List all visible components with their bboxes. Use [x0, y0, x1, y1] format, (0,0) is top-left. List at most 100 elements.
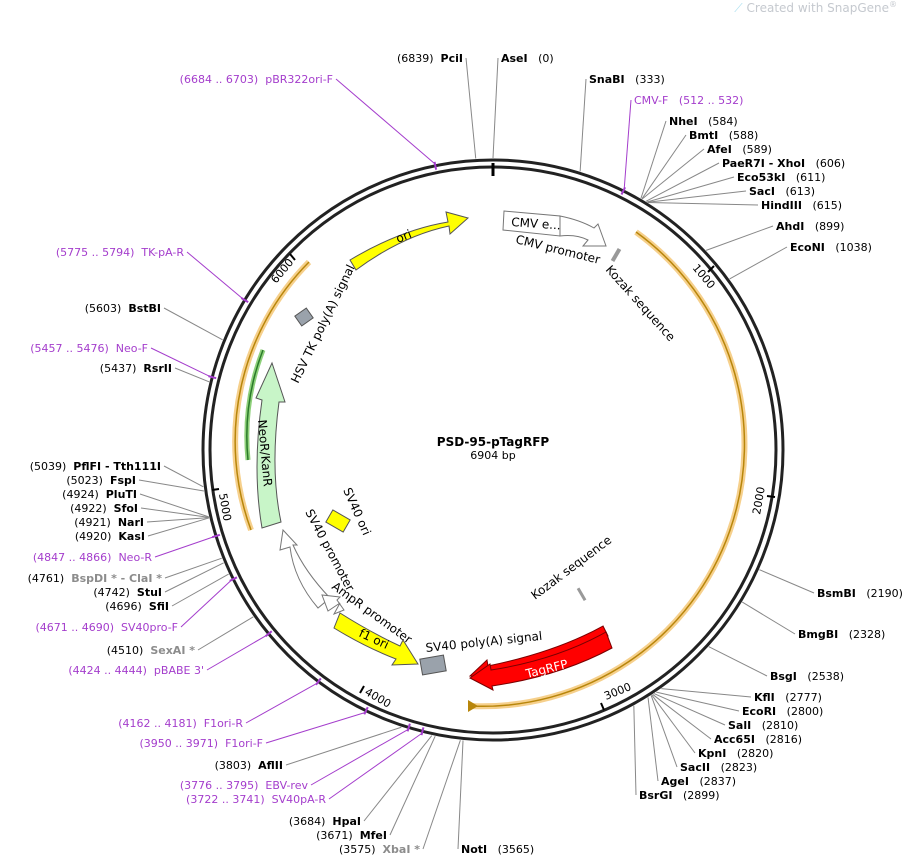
- site-position-kpni: (2820): [737, 747, 774, 760]
- site-name-bmti: BmtI: [689, 129, 718, 142]
- site-label-noti: NotI (3565): [461, 843, 534, 856]
- site-position-aflii: (3803): [215, 759, 252, 772]
- site-label-sv40pa-r: (3722 .. 3741) SV40pA-R: [186, 793, 326, 806]
- site-label-paer7i-xhoi: PaeR7I - XhoI (606): [722, 157, 845, 170]
- site-label-sacii: SacII (2823): [680, 761, 757, 774]
- kozak1-label: Kozak sequence: [603, 263, 678, 344]
- site-position-sfoi: (4922): [70, 502, 107, 515]
- neor-kanr-arrow: [255, 361, 286, 529]
- site-leader-sacii: [650, 695, 678, 768]
- site-label-f1ori-r: (4162 .. 4181) F1ori-R: [118, 717, 243, 730]
- site-position-sali: (2810): [762, 719, 799, 732]
- site-position-eco53ki: (611): [796, 171, 826, 184]
- site-label-ahdi: AhdI (899): [776, 220, 844, 233]
- site-name-cmv-f: CMV-F: [634, 94, 668, 107]
- primer-mark-neo-r: [211, 533, 221, 539]
- site-leader-afei: [641, 148, 705, 200]
- site-position-pbr322ori-f: (6684 .. 6703): [180, 73, 259, 86]
- primer-mark-f1ori-f: [363, 706, 369, 715]
- site-leader-f1ori-r: [245, 682, 318, 724]
- site-position-bmgbi: (2328): [849, 628, 886, 641]
- site-label-sv40pro-f: (4671 .. 4690) SV40pro-F: [35, 621, 178, 634]
- f1-ori-arrow: [333, 612, 419, 666]
- site-name-neo-f: Neo-F: [116, 342, 148, 355]
- site-name-xbai: XbaI *: [383, 843, 421, 856]
- site-leader-pluti: [139, 493, 209, 518]
- site-leader-hpai: [363, 735, 433, 822]
- site-leader-sfoi: [140, 507, 209, 518]
- site-leader-fspi: [138, 479, 204, 492]
- site-name-kpni: KpnI: [698, 747, 726, 760]
- site-name-sacii: SacII: [680, 761, 710, 774]
- site-label-pbr322ori-f: (6684 .. 6703) pBR322ori-F: [180, 73, 333, 86]
- sv40-polya-box: [419, 654, 447, 676]
- site-position-tk-pa-r: (5775 .. 5794): [56, 246, 135, 259]
- site-position-snabi: (333): [635, 73, 665, 86]
- site-position-kasi: (4920): [75, 530, 112, 543]
- neor-kanr-label: NeoR/KanR: [255, 419, 275, 487]
- site-name-neo-r: Neo-R: [118, 551, 152, 564]
- site-name-sfii: SfiI: [149, 600, 169, 613]
- site-name-fspi: FspI: [110, 474, 136, 487]
- site-position-econi: (1038): [835, 241, 872, 254]
- site-leader-noti: [457, 740, 464, 850]
- site-leader-acc65i: [652, 694, 712, 740]
- site-name-econi: EcoNI: [790, 241, 825, 254]
- site-position-pbabe-3: (4424 .. 4444): [68, 664, 147, 677]
- site-name-nhei: NheI: [669, 115, 698, 128]
- site-label-neo-r: (4847 .. 4866) Neo-R: [33, 551, 152, 564]
- site-name-pcii: PciI: [441, 52, 463, 65]
- site-name-saci: SacI: [749, 185, 775, 198]
- site-leader-f1ori-f: [265, 712, 366, 744]
- site-leader-eco53ki: [646, 176, 735, 203]
- tick-group: 1000 2000 3000 4000 5000 6000: [211, 253, 776, 711]
- site-label-mfei: (3671) MfeI: [316, 829, 387, 842]
- site-position-neo-f: (5457 .. 5476): [30, 342, 109, 355]
- site-leader-agei: [647, 697, 659, 782]
- site-name-sv40pa-r: SV40pA-R: [272, 793, 327, 806]
- site-position-nhei: (584): [708, 115, 738, 128]
- site-name-nari: NarI: [118, 516, 144, 529]
- site-name-hindiii: HindIII: [761, 199, 802, 212]
- site-leader-nari: [146, 517, 209, 523]
- site-position-f1ori-r: (4162 .. 4181): [118, 717, 197, 730]
- site-position-pcii: (6839): [397, 52, 434, 65]
- site-label-ebv-rev: (3776 .. 3795) EBV-rev: [180, 779, 309, 792]
- site-leader-asei: [492, 57, 499, 159]
- insert-band-main-core: [469, 231, 746, 708]
- site-leader-neo-r: [154, 536, 215, 558]
- site-label-sfii: (4696) SfiI: [105, 600, 169, 613]
- site-position-bspdi-clai: (4761): [28, 572, 65, 585]
- site-leader-sexai: [197, 616, 254, 651]
- kozak1-box: [610, 247, 622, 263]
- site-leader-bstbi: [163, 307, 223, 341]
- site-label-snabi: SnaBI (333): [589, 73, 665, 86]
- hsv-tk-polya-box: [294, 307, 314, 327]
- site-name-sv40pro-f: SV40pro-F: [121, 621, 178, 634]
- tick-label-2000: 2000: [750, 486, 768, 516]
- primer-mark-f1ori-r: [315, 677, 322, 686]
- site-label-bspdi-clai: (4761) BspDI * - ClaI *: [28, 572, 163, 585]
- site-label-acc65i: Acc65I (2816): [714, 733, 802, 746]
- site-leader-snabi: [579, 78, 587, 172]
- site-label-pflfi-tth111i: (5039) PflFI - Tth111I: [30, 460, 161, 473]
- site-position-acc65i: (2816): [765, 733, 802, 746]
- plasmid-name: PSD-95-pTagRFP: [437, 435, 550, 449]
- site-name-rsrii: RsrII: [143, 362, 172, 375]
- site-leader-pbabe-3: [206, 634, 268, 671]
- site-label-tk-pa-r: (5775 .. 5794) TK-pA-R: [56, 246, 185, 259]
- site-position-neo-r: (4847 .. 4866): [33, 551, 112, 564]
- site-position-ebv-rev: (3776 .. 3795): [180, 779, 259, 792]
- site-name-f1ori-r: F1ori-R: [204, 717, 244, 730]
- site-leader-kpni: [651, 694, 696, 754]
- site-name-hpai: HpaI: [332, 815, 361, 828]
- site-name-mfei: MfeI: [360, 829, 387, 842]
- site-label-bsgi: BsgI (2538): [770, 670, 844, 683]
- site-leader-kfli: [661, 688, 752, 698]
- site-leader-tk-pa-r: [186, 251, 244, 300]
- tick-3000: [600, 702, 605, 711]
- watermark-brand: SnapGene: [827, 1, 889, 15]
- site-label-econi: EcoNI (1038): [790, 241, 872, 254]
- tick-label-5000: 5000: [216, 492, 234, 522]
- site-position-ecori: (2800): [787, 705, 824, 718]
